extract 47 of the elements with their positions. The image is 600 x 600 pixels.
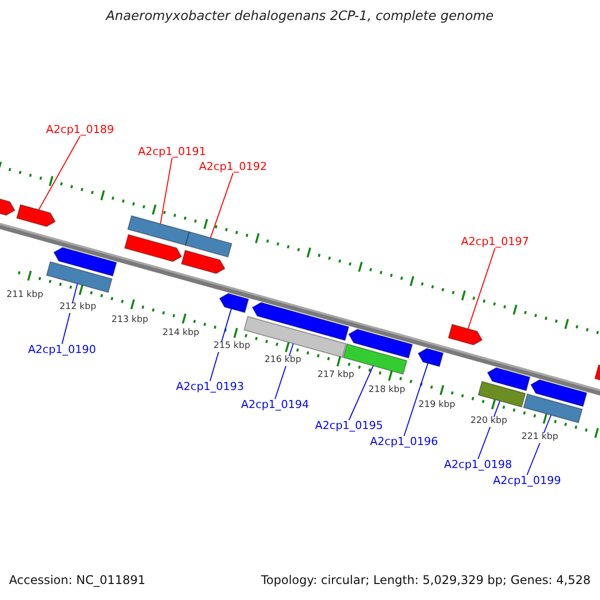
gene-label: A2cp1_0189 <box>46 124 114 136</box>
gene-label: A2cp1_0193 <box>176 381 244 394</box>
gene-label: A2cp1_0199 <box>493 475 562 488</box>
gene-label: A2cp1_0190 <box>28 344 96 356</box>
gene-feature-glyph <box>218 292 250 314</box>
scale-label: 212 kbp <box>60 303 96 313</box>
feature-bar <box>184 231 232 258</box>
gene-label: A2cp1_0197 <box>461 236 530 248</box>
scale-label: 220 kbp <box>470 417 508 427</box>
scale-label: 215 kbp <box>214 342 250 352</box>
gene-feature-glyph <box>252 302 350 341</box>
scale-label: 218 kbp <box>368 386 406 396</box>
accession-text: Accession: NC_011891 <box>9 574 146 588</box>
title: Anaeromyxobacter dehalogenans 2CP-1, complete genome <box>106 10 494 24</box>
gene-feature-glyph <box>530 379 588 407</box>
gene-feature-glyph <box>124 234 182 262</box>
gene-label: A2cp1_0195 <box>315 420 384 432</box>
scale-label: 214 kbp <box>162 329 200 339</box>
feature-bar <box>478 380 526 408</box>
gene-feature-glyph <box>180 250 226 274</box>
gene-feature-glyph <box>486 367 530 392</box>
genome-info-text: Topology: circular; Length: 5,029,329 bp; Genes: 4,528 <box>261 574 591 588</box>
gene-feature-glyph <box>53 246 118 277</box>
leader-line <box>160 158 173 224</box>
scale-label: 216 kbp <box>264 356 302 366</box>
leader-line <box>404 362 428 436</box>
gene-label: A2cp1_0198 <box>444 459 512 472</box>
gene-label: A2cp1_0194 <box>241 399 310 412</box>
scale-label: 213 kbp <box>112 316 148 326</box>
gene-feature-glyph <box>0 198 16 216</box>
gene-label: A2cp1_0192 <box>199 161 268 174</box>
scale-label: 219 kbp <box>418 401 456 411</box>
leader-line <box>348 365 374 420</box>
gene-label: A2cp1_0196 <box>370 436 438 448</box>
gene-feature-glyph <box>448 324 483 346</box>
feature-bar <box>522 393 583 424</box>
scale-label: 221 kbp <box>522 433 558 443</box>
gene-label: A2cp1_0191 <box>138 146 206 158</box>
scale-label: 211 kbp <box>6 291 44 301</box>
leader-line <box>38 136 81 210</box>
leader-line <box>468 248 496 330</box>
leader-line <box>210 308 232 382</box>
feature-bar <box>127 215 190 246</box>
gene-feature-glyph <box>348 328 413 359</box>
gene-feature-glyph <box>417 348 444 368</box>
feature-bar <box>46 261 113 293</box>
scale-label: 217 kbp <box>318 371 354 381</box>
